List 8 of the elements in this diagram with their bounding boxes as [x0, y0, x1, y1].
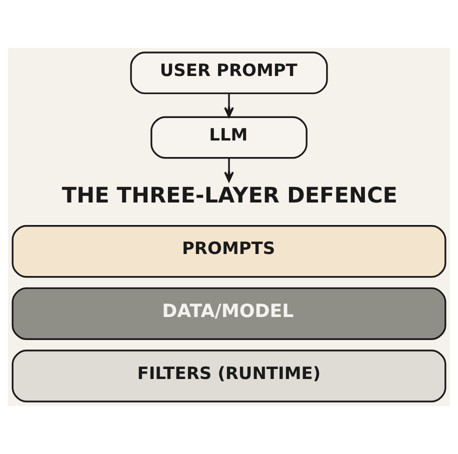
- node-text: THE THREE-LAYER DEFENCE: [62, 183, 398, 208]
- node-box: DATA/MODEL: [12, 287, 446, 340]
- node-box: USER PROMPT: [130, 52, 328, 94]
- arrow: [224, 158, 234, 182]
- node-box: PROMPTS: [12, 225, 446, 278]
- node-box: FILTERS (RUNTIME): [12, 350, 446, 402]
- node-box: LLM: [150, 116, 308, 159]
- arrow: [224, 93, 234, 118]
